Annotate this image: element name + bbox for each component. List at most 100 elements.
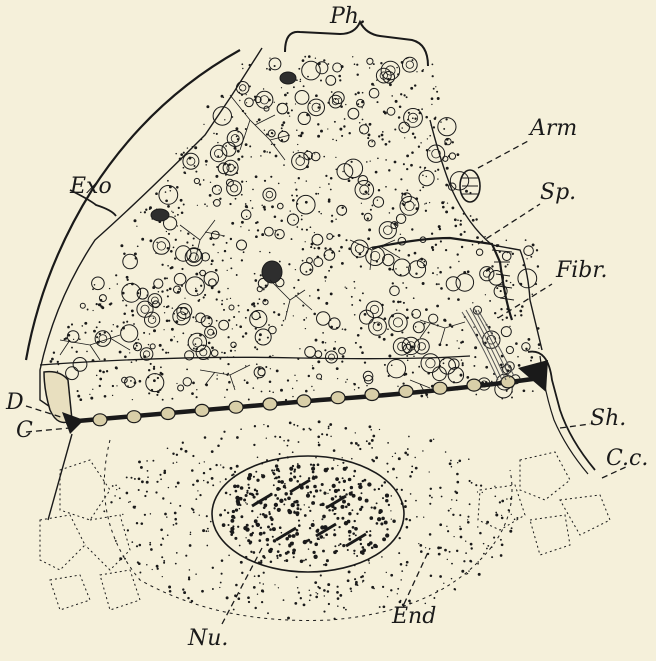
stipple-dot: [429, 503, 431, 505]
cell-ring: [369, 318, 387, 336]
stipple-dot: [226, 298, 228, 300]
stipple-dot: [284, 483, 286, 485]
stipple-dot: [424, 322, 426, 324]
stipple-dot: [194, 146, 197, 149]
stipple-dot: [190, 533, 192, 535]
chromatin-dot: [279, 543, 281, 545]
stipple-dot: [229, 203, 231, 205]
stipple-dot: [448, 297, 450, 299]
stipple-dot: [364, 361, 366, 363]
stipple-dot: [460, 233, 463, 236]
stipple-dot: [332, 139, 334, 141]
stipple-dot: [228, 555, 230, 557]
chromatin-dot: [277, 550, 280, 553]
stipple-dot: [457, 462, 458, 463]
chromatin-dot: [261, 474, 265, 478]
cell-ring-inner: [393, 318, 402, 327]
stipple-dot: [296, 380, 297, 381]
stipple-dot: [287, 92, 289, 94]
stipple-dot: [217, 375, 218, 376]
chromatin-dot: [291, 503, 295, 507]
stipple-dot: [301, 218, 303, 220]
cell-ring-inner: [240, 85, 246, 91]
stipple-dot: [134, 252, 137, 255]
stipple-dot: [377, 200, 378, 201]
stipple-dot: [397, 588, 399, 590]
stipple-dot: [264, 180, 266, 182]
stipple-dot: [302, 59, 305, 62]
stipple-dot: [263, 88, 264, 89]
stipple-dot: [328, 426, 330, 428]
stipple-dot: [193, 237, 195, 239]
stipple-dot: [199, 463, 200, 464]
stipple-dot: [357, 91, 360, 94]
stipple-dot: [115, 366, 118, 369]
stipple-dot: [202, 529, 205, 532]
stipple-dot: [382, 497, 384, 499]
stipple-dot: [99, 385, 101, 387]
stipple-dot: [500, 363, 503, 366]
stipple-dot: [518, 364, 521, 367]
stipple-dot: [129, 352, 130, 353]
stipple-dot: [141, 522, 144, 525]
stipple-dot: [165, 352, 167, 354]
cell-ring: [373, 197, 383, 207]
stipple-dot: [408, 600, 411, 603]
stipple-dot: [263, 424, 264, 425]
stipple-dot: [131, 309, 134, 312]
stipple-dot: [306, 180, 307, 181]
stipple-dot: [294, 375, 295, 376]
cell-ring: [200, 270, 206, 276]
stipple-dot: [284, 498, 286, 500]
stipple-dot: [323, 611, 325, 613]
stipple-dot: [269, 151, 271, 153]
stipple-dot: [360, 543, 362, 545]
stipple-dot: [77, 395, 80, 398]
chromatin-dot: [275, 464, 278, 467]
stipple-dot: [227, 363, 229, 365]
stipple-dot: [192, 245, 194, 247]
stipple-dot: [314, 232, 315, 233]
stipple-dot: [359, 122, 361, 124]
chromatin-dot: [247, 484, 249, 486]
cell-ring: [145, 312, 160, 327]
stipple-dot: [160, 528, 163, 531]
chromatin-dot: [382, 537, 386, 541]
chromatin-dot: [290, 542, 294, 546]
stipple-dot: [301, 132, 304, 135]
cell-ring: [393, 259, 410, 276]
stipple-dot: [310, 246, 312, 248]
stipple-dot: [397, 386, 398, 387]
stipple-dot: [309, 268, 312, 271]
stipple-dot: [206, 205, 207, 206]
stipple-dot: [499, 501, 501, 503]
stipple-dot: [209, 194, 212, 197]
stipple-dot: [415, 326, 416, 327]
chromatin-dot: [311, 523, 315, 527]
stipple-dot: [147, 470, 149, 472]
cell-ring: [80, 303, 85, 308]
stipple-dot: [182, 588, 184, 590]
stipple-dot: [467, 521, 470, 524]
stipple-dot: [139, 380, 142, 383]
cell-ring: [367, 58, 373, 64]
stipple-dot: [165, 199, 168, 202]
stipple-dot: [311, 386, 312, 387]
stipple-dot: [338, 545, 340, 547]
stipple-dot: [158, 291, 160, 293]
cell-ring: [212, 185, 221, 194]
stipple-dot: [323, 156, 325, 158]
stipple-dot: [318, 444, 321, 447]
stipple-dot: [321, 433, 323, 435]
stipple-dot: [285, 559, 288, 562]
stipple-dot: [73, 339, 74, 340]
stipple-dot: [414, 252, 417, 255]
stipple-dot: [342, 171, 344, 173]
stipple-dot: [227, 288, 229, 290]
stipple-dot: [442, 206, 445, 209]
stipple-dot: [328, 603, 330, 605]
stipple-dot: [296, 226, 298, 228]
cell-ring: [339, 347, 346, 354]
stipple-dot: [167, 180, 169, 182]
stipple-dot: [126, 276, 129, 279]
